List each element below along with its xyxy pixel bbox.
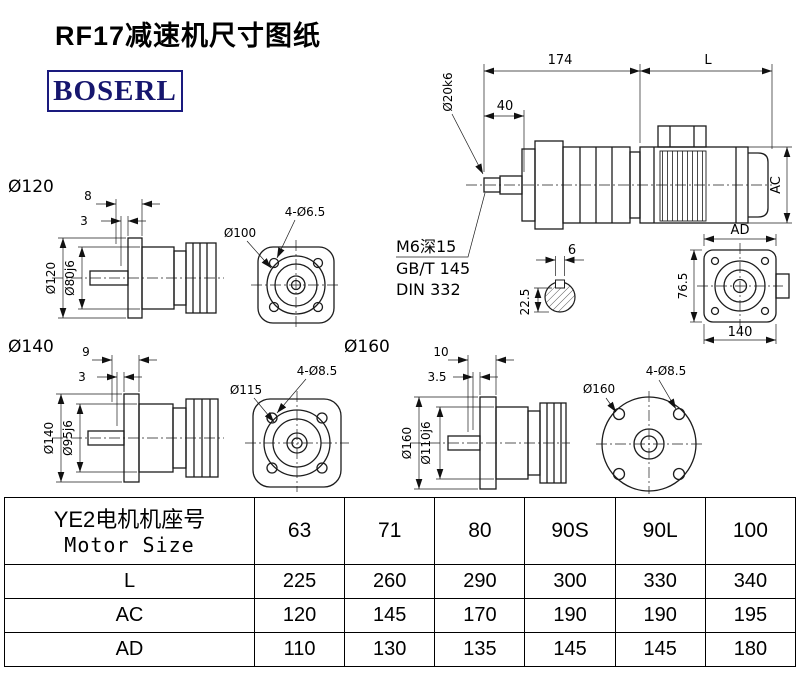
table-cell: 145 (614, 632, 706, 667)
flange-160-face-view: Ø160 4-Ø8.5 (583, 364, 702, 494)
table-cell: 340 (704, 564, 797, 599)
note-tap: M6深15 (396, 237, 456, 256)
dim-3: 3 (80, 214, 88, 228)
motor-size-header-cn: YE2电机机座号 (53, 506, 206, 532)
page-title: RF17减速机尺寸图纸 (55, 21, 322, 51)
table-cell: 300 (524, 564, 616, 599)
table-row-L: L 225 260 290 300 330 340 (4, 564, 797, 599)
flange-140-label: Ø140 (8, 337, 54, 357)
dim-9: 9 (82, 345, 90, 359)
table-cell: 290 (434, 564, 526, 599)
table-row-AC: AC 120 145 170 190 190 195 (4, 598, 797, 633)
flange-120-side-view: Ø120 8 3 Ø120 Ø (8, 177, 224, 319)
dim-174: 174 (548, 53, 573, 68)
dim-spigot-dia-110: Ø110j6 (419, 421, 433, 464)
table-cell: 170 (434, 598, 526, 633)
dim-140: 140 (728, 325, 753, 340)
main-assembly-view: 174 L 40 Ø20k6 AC (441, 53, 792, 230)
dim-3-5: 3.5 (427, 370, 446, 384)
table-cell: 260 (344, 564, 436, 599)
dim-key-width: 6 (568, 243, 576, 258)
row-label-L: L (4, 564, 255, 599)
dim-key-depth: 22.5 (518, 289, 532, 316)
table-cell: 135 (434, 632, 526, 667)
table-cell: 145 (344, 598, 436, 633)
table-header-cell: 80 (434, 497, 526, 565)
dim-bolt-circle-115: Ø115 (230, 383, 262, 397)
dim-flange-dia-120: Ø120 (44, 262, 58, 294)
dim-10: 10 (433, 345, 448, 359)
dim-bolt-circle-100: Ø100 (224, 226, 256, 240)
fan-cowl (748, 152, 769, 218)
flange-120-face-view: Ø100 4-Ø6.5 (224, 205, 341, 330)
dim-spigot-dia-95: Ø95j6 (61, 420, 75, 456)
table-header-cell: 90L (614, 497, 706, 565)
flange-120-label: Ø120 (8, 177, 54, 197)
motor-size-header: YE2电机机座号 Motor Size (4, 497, 255, 565)
dimension-table: YE2电机机座号 Motor Size 63 71 80 90S 90L 100… (4, 497, 797, 667)
flange-160-side-view: Ø160 10 3.5 Ø160 (344, 337, 570, 490)
table-header-cell: 90S (524, 497, 616, 565)
shaft-collar (775, 273, 790, 299)
terminal-box (657, 125, 707, 148)
table-cell: 110 (253, 632, 346, 667)
dim-AC: AC (769, 176, 784, 194)
dim-3b: 3 (78, 370, 86, 384)
dim-L: L (704, 53, 712, 68)
dim-holes-8-5b: 4-Ø8.5 (646, 364, 687, 378)
table-cell: 190 (524, 598, 616, 633)
table-cell: 225 (253, 564, 346, 599)
shaft-diameter-label: Ø20k6 (441, 72, 455, 111)
dim-face-dia-160: Ø160 (583, 382, 615, 396)
keyway (555, 279, 565, 289)
table-row-AD: AD 110 130 135 145 145 180 (4, 632, 797, 667)
dim-flange-dia-160: Ø160 (400, 427, 414, 459)
dim-76-5: 76.5 (676, 273, 690, 300)
table-cell: 195 (704, 598, 797, 633)
shaft-key-section-view: 6 22.5 (518, 243, 584, 315)
table-header-cell: 71 (344, 497, 436, 565)
table-cell: 190 (614, 598, 706, 633)
dim-spigot-dia-80: Ø80j6 (63, 260, 77, 296)
table-cell: 330 (614, 564, 706, 599)
dim-40: 40 (497, 99, 514, 114)
row-label-AC: AC (4, 598, 255, 633)
dim-holes-8-5: 4-Ø8.5 (297, 364, 338, 378)
table-header-cell: 63 (253, 497, 346, 565)
dim-AD: AD (731, 223, 750, 238)
table-header-cell: 100 (704, 497, 797, 565)
table-cell: 180 (704, 632, 797, 667)
flange-140-face-view: Ø115 4-Ø8.5 (230, 364, 349, 492)
motor-fins (659, 150, 707, 222)
motor-size-header-en: Motor Size (64, 533, 195, 558)
table-header-row: YE2电机机座号 Motor Size 63 71 80 90S 90L 100 (4, 497, 797, 565)
row-label-AD: AD (4, 632, 255, 667)
logo-text: BOSERL (53, 74, 177, 107)
motor-end-view: AD 76.5 140 (676, 223, 790, 344)
flange-160-label: Ø160 (344, 337, 390, 357)
dim-holes-6-5: 4-Ø6.5 (285, 205, 326, 219)
note-din-standard: DIN 332 (396, 280, 461, 299)
flange-140-side-view: Ø140 9 3 Ø140 Ø (8, 337, 224, 483)
dim-8: 8 (84, 189, 92, 203)
note-gbt-standard: GB/T 145 (396, 259, 470, 278)
technical-drawing: 174 L 40 Ø20k6 AC M6深15 GB/T 145 DIN 332 (8, 53, 792, 494)
table-cell: 130 (344, 632, 436, 667)
table-cell: 145 (524, 632, 616, 667)
logo-frame: BOSERL (47, 70, 183, 112)
dim-flange-dia-140: Ø140 (42, 422, 56, 454)
table-cell: 120 (253, 598, 346, 633)
tap-hole-notes: M6深15 GB/T 145 DIN 332 (396, 192, 486, 299)
